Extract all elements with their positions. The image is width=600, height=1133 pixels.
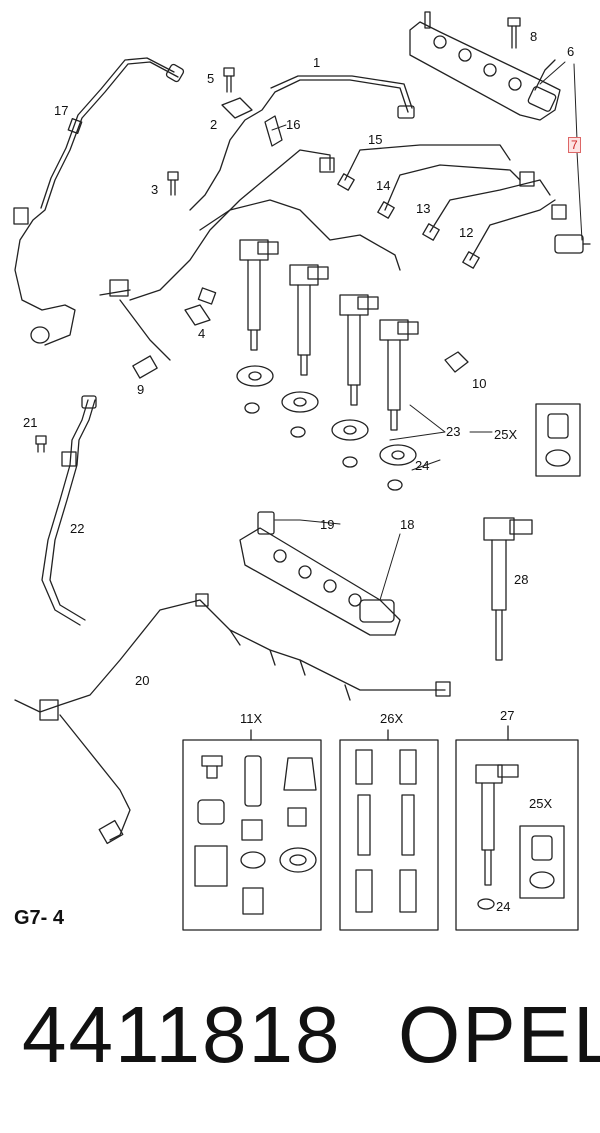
part-17-pipe bbox=[13, 57, 185, 346]
part-16-sleeve bbox=[264, 115, 283, 147]
callout-12: 12 bbox=[459, 225, 474, 240]
part-20-harness bbox=[14, 593, 451, 845]
callout-27: 27 bbox=[500, 708, 515, 723]
callout-11x: 11X bbox=[240, 711, 263, 726]
part-21-bolt bbox=[35, 435, 47, 453]
callout-22: 22 bbox=[70, 521, 85, 536]
part-1-pipe bbox=[189, 75, 415, 211]
part-28-injector bbox=[483, 517, 533, 661]
kit-box-26x bbox=[339, 729, 439, 931]
callout-18: 18 bbox=[400, 517, 415, 532]
callout-20: 20 bbox=[135, 673, 150, 688]
callout-24-kit: 24 bbox=[496, 899, 511, 914]
part-5-bolt bbox=[223, 67, 235, 93]
callout-15: 15 bbox=[368, 132, 383, 147]
part-8-bolt bbox=[507, 17, 521, 49]
callout-26x: 26X bbox=[380, 711, 404, 726]
diagram-drawing bbox=[13, 11, 591, 931]
callout-3: 3 bbox=[151, 182, 159, 197]
leader-lines bbox=[271, 61, 583, 601]
callout-8: 8 bbox=[530, 29, 538, 44]
callout-17: 17 bbox=[54, 103, 69, 118]
callout-23: 23 bbox=[446, 424, 461, 439]
callout-19: 19 bbox=[320, 517, 335, 532]
callout-24: 24 bbox=[415, 458, 430, 473]
kit-box-27 bbox=[455, 725, 579, 931]
callout-16: 16 bbox=[286, 117, 301, 132]
part-18-rail bbox=[239, 511, 401, 636]
exploded-parts-diagram: 1 2 3 4 5 6 7 8 9 10 11X 12 13 14 15 16 … bbox=[13, 11, 591, 931]
kit-box-11x bbox=[182, 729, 322, 931]
part-10-clip bbox=[444, 351, 469, 373]
part-2-bracket bbox=[221, 97, 253, 119]
part-7-sensor bbox=[554, 234, 591, 254]
part-4-harness bbox=[99, 149, 401, 379]
callout-2: 2 bbox=[210, 117, 218, 132]
callout-6: 6 bbox=[567, 44, 575, 59]
callout-1: 1 bbox=[313, 55, 321, 70]
callout-10: 10 bbox=[472, 376, 487, 391]
callout-5: 5 bbox=[207, 71, 215, 86]
injector-pipes bbox=[337, 144, 567, 269]
callout-14: 14 bbox=[376, 178, 391, 193]
part-number: 4411818 bbox=[22, 990, 342, 1079]
callout-21: 21 bbox=[23, 415, 38, 430]
callout-25x-kit: 25X bbox=[529, 796, 553, 811]
brand-name: OPEL bbox=[398, 990, 600, 1079]
callout-9: 9 bbox=[137, 382, 145, 397]
callout-4: 4 bbox=[198, 326, 206, 341]
part-23-injectors bbox=[236, 239, 419, 491]
part-6-rail bbox=[409, 11, 561, 121]
callout-13: 13 bbox=[416, 201, 431, 216]
callout-25x: 25X bbox=[494, 427, 518, 442]
callout-7: 7 bbox=[568, 137, 581, 153]
part-22-hose bbox=[41, 395, 97, 626]
part-25x-kit bbox=[535, 403, 581, 477]
callout-28: 28 bbox=[514, 572, 529, 587]
page-code: G7- 4 bbox=[14, 907, 65, 929]
part-3-bolt bbox=[167, 171, 179, 196]
